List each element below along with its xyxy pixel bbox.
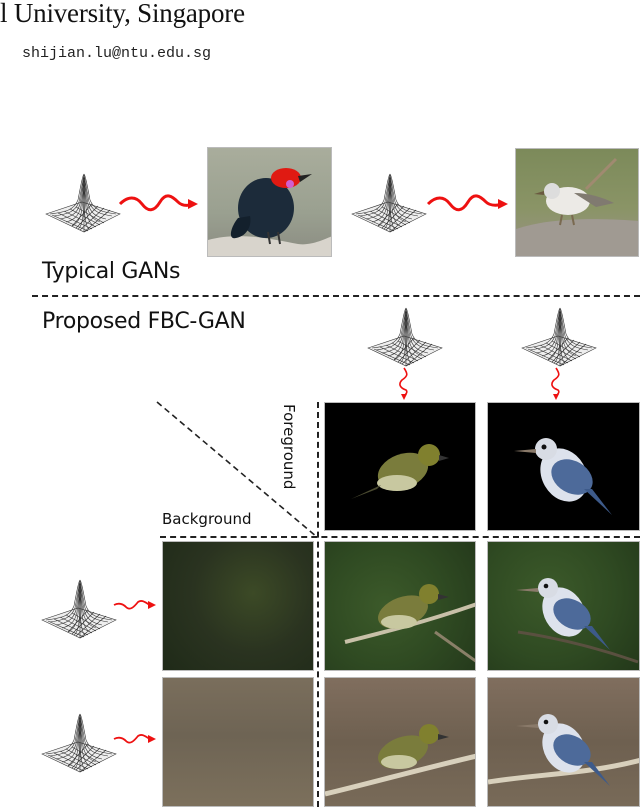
diagonal-divider [156,401,318,538]
composite-image-2-1 [324,677,476,807]
background-image-2 [162,677,314,807]
wavy-arrow-down-icon [551,367,560,400]
composite-image-1-1 [324,541,476,671]
composite-image-2-2 [487,677,640,807]
foreground-image-1 [324,402,476,531]
gaussian-noise-icon [40,712,118,774]
affiliation-text: l University, Singapore [0,0,245,28]
proposed-fbc-gan-label: Proposed FBC-GAN [42,309,246,334]
wavy-arrow-icon [118,194,198,212]
grid-vertical-divider [317,402,319,807]
gaussian-noise-icon [40,578,118,640]
gaussian-noise-icon [44,172,122,234]
typical-gan-output-image-1 [207,147,332,257]
grid-horizontal-divider [160,536,640,538]
gaussian-noise-icon [520,306,598,368]
gaussian-noise-icon [366,306,444,368]
typical-gan-output-image-2 [515,148,639,257]
wavy-arrow-icon [113,600,156,610]
typical-gans-label: Typical GANs [42,259,181,284]
composite-image-1-2 [487,541,640,671]
foreground-image-2 [487,402,640,531]
foreground-axis-label: Foreground [278,404,298,500]
wavy-arrow-down-icon [399,367,408,400]
gaussian-noise-icon [350,172,428,234]
wavy-arrow-icon [113,734,156,744]
section-divider [32,295,640,297]
background-image-1 [162,541,314,671]
wavy-arrow-icon [426,194,508,212]
background-axis-label: Background [162,510,252,528]
foreground-axis-text: Foreground [280,404,298,490]
email-text: shijian.lu@ntu.edu.sg [22,45,212,62]
